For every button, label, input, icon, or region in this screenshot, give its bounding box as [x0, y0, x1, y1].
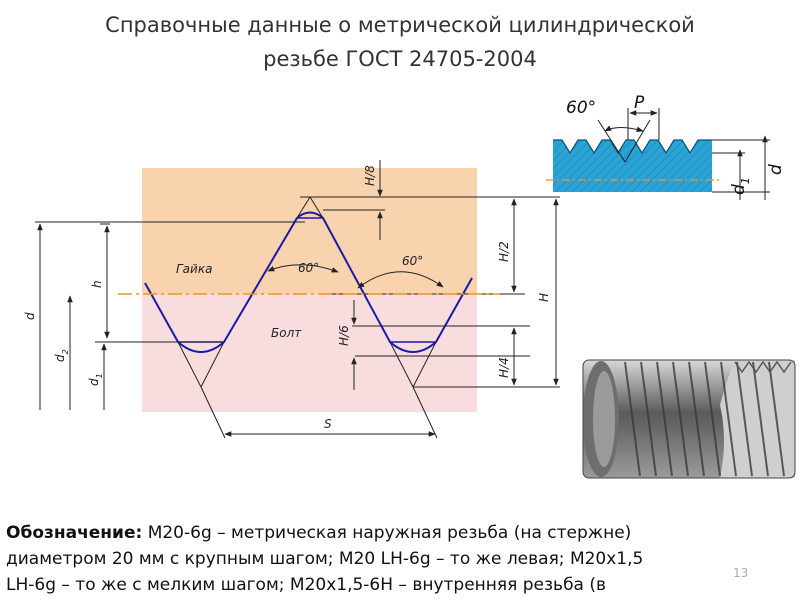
angle-label-left: 60° [298, 261, 319, 275]
designation-caption: Обозначение: М20-6g – метрическая наружн… [6, 520, 796, 598]
bolt-label: Болт [271, 326, 302, 340]
dim-d-label: d [23, 312, 37, 320]
dim-h8-label: H/8 [363, 165, 377, 186]
page-number: 13 [733, 566, 749, 580]
bolt-illustration [582, 359, 796, 479]
inset-d-label: d [766, 164, 786, 175]
caption-line-2: диаметром 20 мм с крупным шагом; М20 LH-… [6, 549, 644, 569]
title-line-2: резьбе ГОСТ 24705-2004 [263, 47, 537, 71]
dim-h-label: h [90, 280, 104, 288]
dim-d1-label: d1 [87, 373, 104, 386]
dim-h6-label: H/6 [337, 325, 351, 346]
nut-zone [142, 168, 477, 294]
nut-label: Гайка [176, 262, 212, 276]
caption-heading: Обозначение: [6, 523, 143, 543]
slide-title: Справочные данные о метрической цилиндри… [0, 8, 800, 76]
inset-thread-section: 60° P d1 d [546, 93, 786, 200]
dim-h4-label: H/4 [497, 357, 511, 378]
title-line-1: Справочные данные о метрической цилиндри… [105, 13, 695, 37]
construction-lines [35, 196, 560, 439]
caption-line-1: Обозначение: М20-6g – метрическая наружн… [6, 520, 796, 546]
dim-H-label: H [537, 293, 551, 302]
dimension-lines [37, 160, 559, 437]
inset-pitch-label: P [634, 93, 645, 113]
inset-d1-label: d1 [729, 177, 752, 195]
inset-angle-label: 60° [566, 98, 596, 118]
bolt-zone [142, 294, 477, 412]
dim-h2-label: H/2 [497, 241, 511, 262]
caption-line-3: LH-6g – то же с мелким шагом; М20х1,5-6Н… [6, 575, 607, 595]
dim-d2-label: d2 [53, 349, 70, 362]
dim-S-label: S [324, 417, 332, 431]
angle-label-right: 60° [402, 254, 423, 268]
caption-text-1: М20-6g – метрическая наружная резьба (на… [142, 523, 632, 543]
